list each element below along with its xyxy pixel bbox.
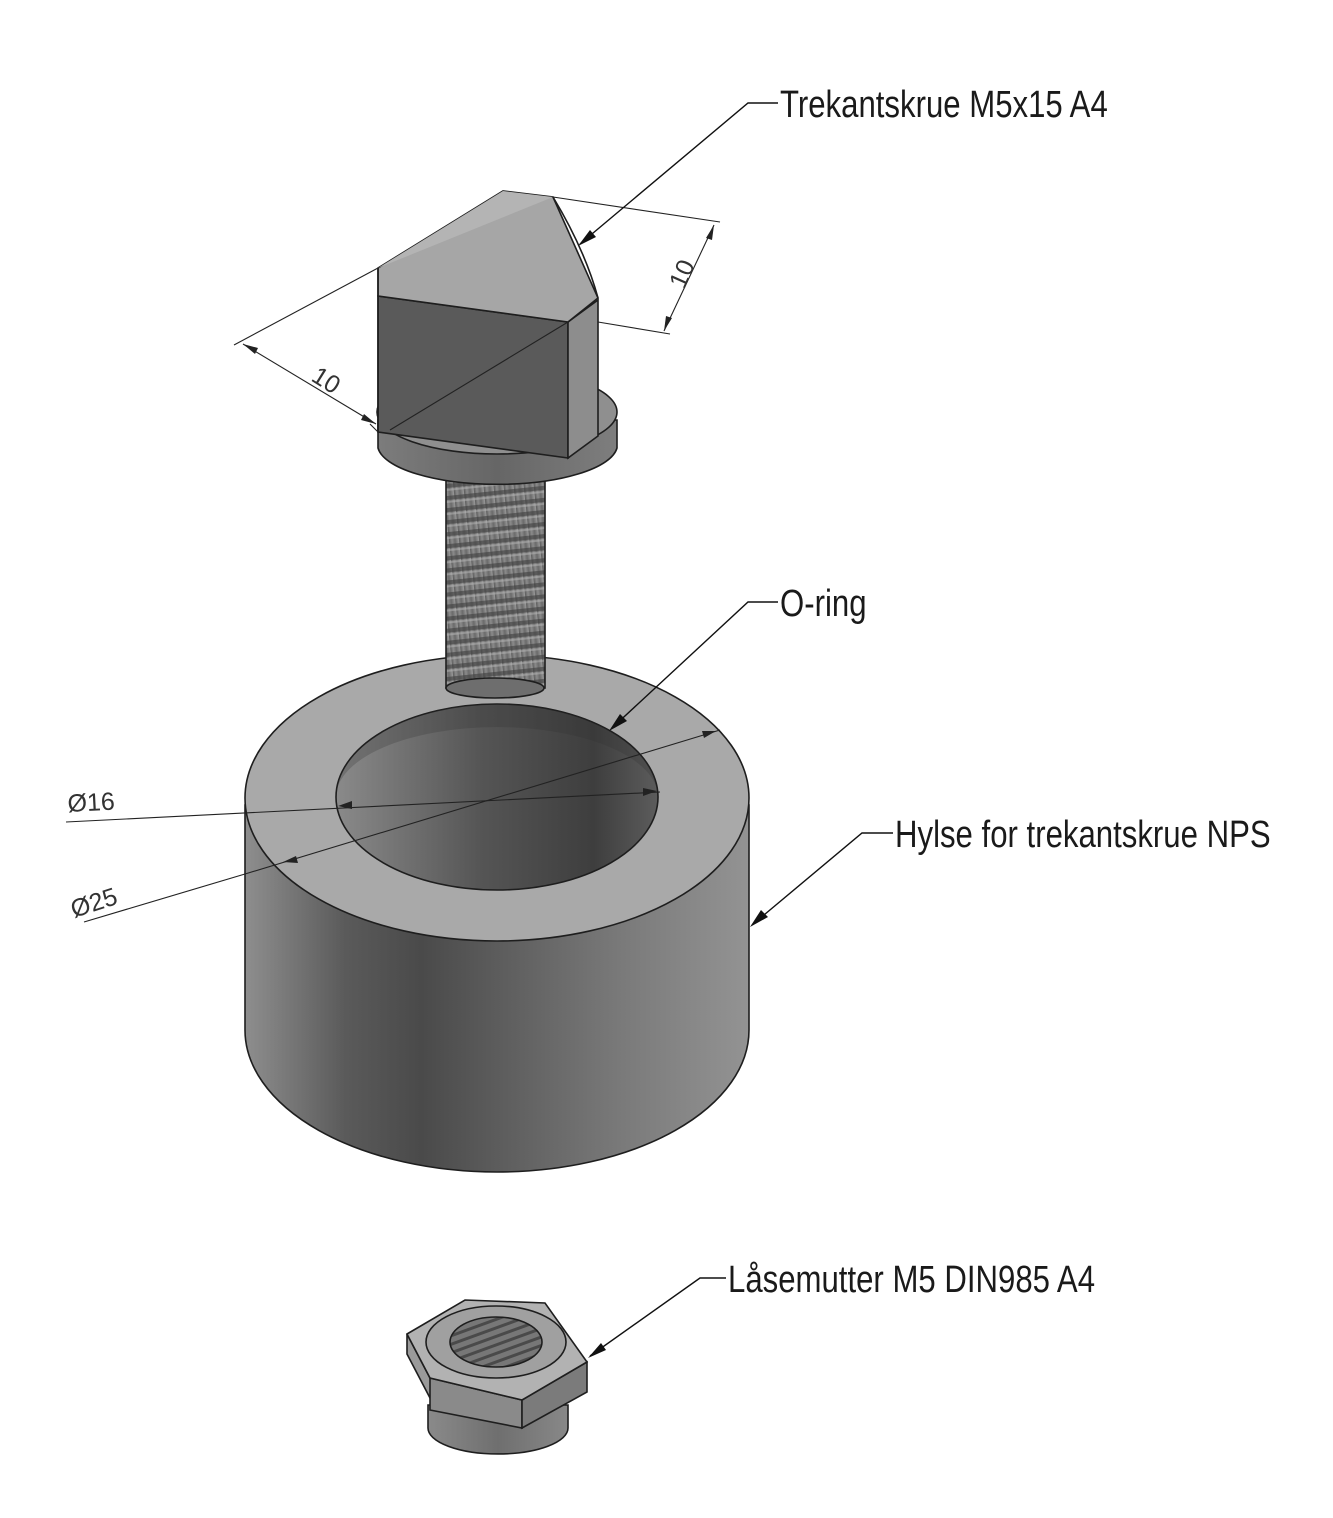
screw-head-top-left-bevel	[378, 191, 553, 268]
screw-tip	[445, 677, 545, 699]
screw-head-front-right	[567, 298, 599, 460]
screw-thread	[445, 477, 546, 689]
dim-inner-diameter-text: Ø16	[67, 788, 116, 818]
sleeve	[244, 654, 750, 1173]
dim-head-top-text: 10	[664, 256, 701, 293]
nut-hole	[449, 1316, 543, 1368]
callout-sleeve: Hylse for trekantskrue NPS	[750, 814, 1271, 927]
dimension-inner-diameter: Ø16	[65, 788, 661, 823]
dim-outer-diameter-text: Ø25	[67, 882, 121, 923]
sleeve-bore	[335, 703, 659, 891]
callout-nut-text: Låsemutter M5 DIN985 A4	[728, 1259, 1095, 1301]
screw-head-arc	[552, 196, 599, 299]
callout-screw-text: Trekantskrue M5x15 A4	[780, 84, 1108, 126]
callout-oring: O-ring	[609, 583, 867, 731]
lock-nut	[405, 1299, 589, 1455]
callout-screw: Trekantskrue M5x15 A4	[578, 84, 1108, 246]
callout-oring-text: O-ring	[780, 583, 867, 625]
screw-head-front-left	[377, 295, 569, 459]
callout-sleeve-text: Hylse for trekantskrue NPS	[895, 814, 1271, 856]
bore-shadow	[336, 704, 658, 797]
screw	[376, 190, 618, 699]
dim-head-left-text: 10	[307, 361, 345, 399]
callout-nut: Låsemutter M5 DIN985 A4	[588, 1259, 1095, 1358]
